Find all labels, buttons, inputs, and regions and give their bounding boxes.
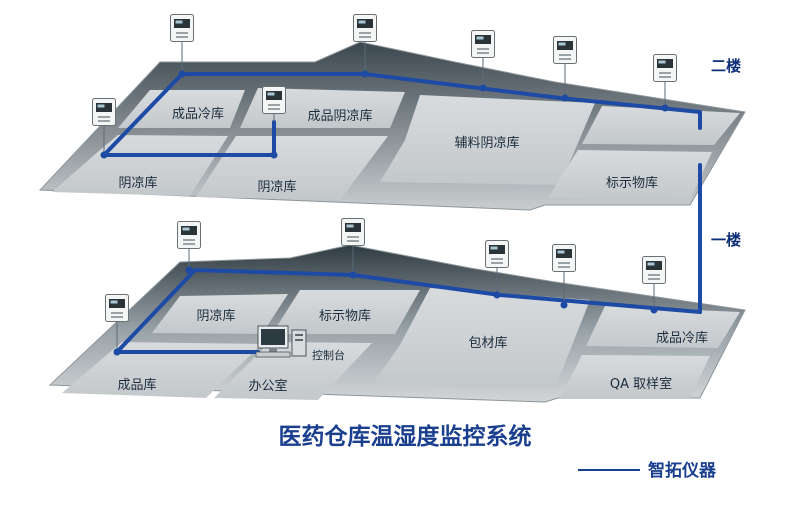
label-finished-cold-upper: 成品冷库: [172, 106, 224, 122]
label-qa: QA 取样室: [610, 376, 672, 392]
brand-name: 智拓仪器: [648, 460, 717, 481]
floor-label-second: 二楼: [711, 57, 741, 75]
control-console-label: 控制台: [312, 348, 345, 362]
label-label-store-upper: 标示物库: [606, 175, 658, 191]
label-packaging: 包材库: [468, 335, 507, 351]
label-aux-shade: 辅料阴凉库: [454, 135, 519, 151]
floor-label-first: 一楼: [711, 231, 741, 249]
room-label-store-lower: [272, 290, 420, 334]
room-label-store-upper: [548, 150, 712, 200]
label-label-store-lower: 标示物库: [319, 308, 371, 324]
label-office: 办公室: [248, 378, 287, 394]
sensor-icon: [341, 218, 365, 246]
sensor-icon: [552, 244, 576, 272]
room-shade-upper-1: [52, 135, 228, 196]
sensor-icon: [642, 256, 666, 284]
sensor-icon: [471, 30, 495, 58]
label-finished-shade-upper: 成品阴凉库: [307, 108, 372, 124]
sensor-icon: [485, 240, 509, 268]
sensor-icon: [177, 221, 201, 249]
room-finished-cold-lower: [586, 306, 740, 348]
room-finished-lower: [62, 342, 262, 398]
diagram-title: 医药仓库温湿度监控系统: [279, 423, 532, 450]
upper-trunk-line: [102, 72, 702, 157]
room-shade-upper-2: [196, 136, 388, 200]
network-junctions: [100, 70, 669, 356]
label-shade-upper-1: 阴凉库: [118, 175, 157, 191]
control-console-computer-icon: [255, 325, 307, 358]
lower-floor: 阴凉库 标示物库 包材库 成品冷库 成品库 办公室 QA 取样室: [48, 244, 746, 403]
room-packaging: [372, 288, 590, 388]
label-finished-cold-lower: 成品冷库: [656, 330, 708, 346]
sensor-icon: [353, 14, 377, 42]
label-finished-lower: 成品库: [117, 377, 156, 393]
room-qa: [560, 355, 710, 398]
room-aux-shade: [380, 95, 595, 185]
sensor-icon: [170, 14, 194, 42]
sensor-icon: [262, 86, 286, 114]
room-office: [214, 342, 372, 400]
sensor-icon: [653, 54, 677, 82]
label-shade-lower: 阴凉库: [196, 308, 235, 324]
room-upper-right-top: [582, 106, 740, 145]
room-shade-lower: [152, 294, 288, 334]
sensor-icon: [92, 98, 116, 126]
sensor-icon: [553, 36, 577, 64]
label-shade-upper-2: 阴凉库: [257, 179, 296, 195]
room-finished-cold-upper: [118, 90, 245, 128]
sensor-icon: [105, 294, 129, 322]
sensor-wires: [103, 40, 666, 352]
upper-floor: 成品冷库 成品阴凉库 辅料阴凉库 阴凉库 阴凉库 标示物库: [38, 41, 746, 211]
